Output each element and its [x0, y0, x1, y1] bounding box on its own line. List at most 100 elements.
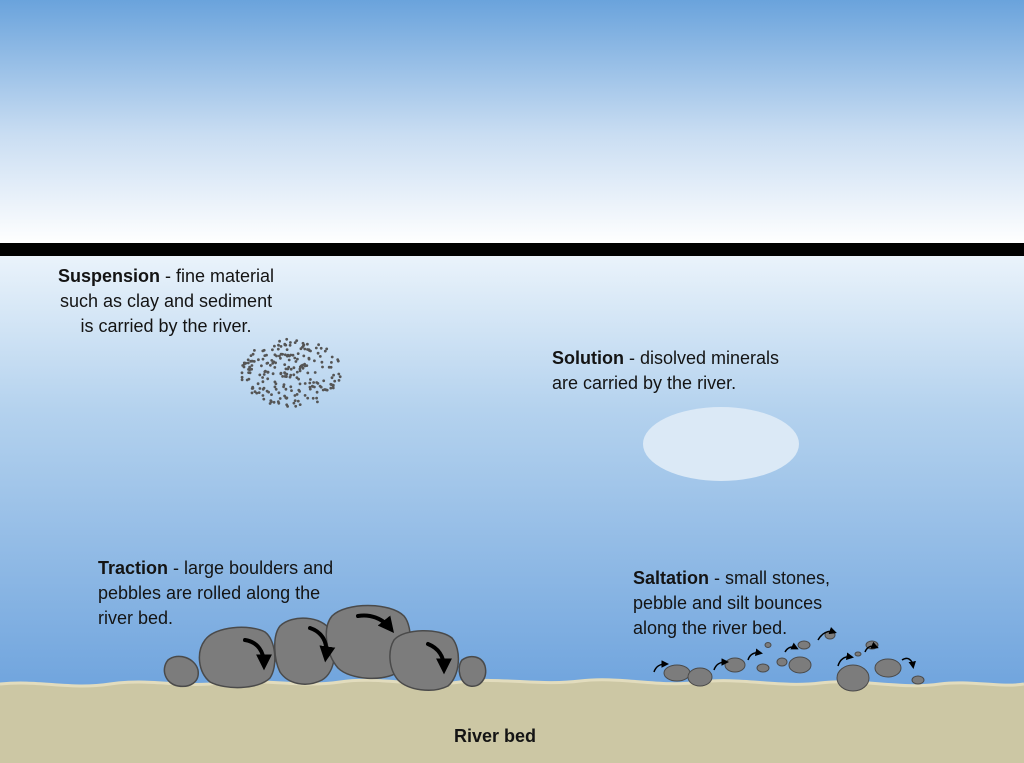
suspension-particle	[294, 404, 298, 408]
suspension-particle	[277, 391, 281, 395]
curved-arrow-icon	[426, 642, 452, 675]
suspension-particle	[283, 375, 287, 378]
suspension-particle	[288, 354, 291, 358]
suspension-particle	[323, 349, 327, 353]
suspension-particle	[303, 364, 307, 368]
suspension-particle	[262, 373, 266, 376]
suspension-particle	[298, 403, 302, 406]
suspension-particle	[321, 365, 324, 369]
suspension-particle	[281, 352, 284, 356]
suspension-particle	[307, 357, 311, 361]
suspension-particle	[293, 394, 297, 397]
suspension-particle	[301, 341, 305, 345]
suspension-particle	[266, 377, 270, 381]
suspension-particle	[287, 358, 291, 362]
suspension-particle	[262, 397, 266, 401]
suspension-particle	[325, 347, 329, 351]
suspension-particle	[275, 354, 278, 358]
suspension-label: Suspension - fine material such as clay …	[58, 264, 274, 339]
suspension-particle	[316, 351, 320, 355]
saltation-text-3: along the river bed.	[633, 618, 788, 638]
suspension-particle	[293, 341, 297, 344]
suspension-particle	[291, 353, 295, 357]
suspension-particle	[297, 388, 301, 392]
suspension-particle	[261, 376, 264, 379]
suspension-particle	[327, 365, 331, 369]
suspension-line-1: Suspension - fine material	[58, 264, 274, 289]
suspension-particle	[288, 343, 292, 347]
solution-term: Solution	[552, 348, 624, 368]
saltation-text-1: - small stones,	[709, 568, 831, 588]
suspension-particle	[309, 378, 312, 381]
suspension-particle	[313, 385, 316, 389]
suspension-particle	[315, 381, 319, 384]
suspension-particle	[266, 370, 270, 374]
suspension-particle	[258, 373, 262, 377]
suspension-particle	[272, 400, 276, 404]
saltation-line-1: Saltation - small stones,	[633, 566, 830, 591]
suspension-particle	[298, 369, 302, 373]
suspension-term: Suspension	[58, 266, 161, 286]
suspension-particle	[277, 343, 280, 347]
suspension-particle	[282, 383, 286, 386]
suspension-particle	[251, 352, 255, 356]
solution-text-2: are carried by the river.	[552, 373, 737, 393]
suspension-particle	[289, 367, 293, 371]
small-curved-arrow-icon	[864, 641, 879, 653]
stone	[687, 667, 713, 687]
suspension-particle	[260, 364, 263, 368]
suspension-particle	[337, 372, 341, 376]
small-curved-arrow-icon	[713, 658, 729, 671]
suspension-particle	[249, 354, 253, 357]
suspension-particle	[317, 343, 320, 347]
stone	[776, 657, 788, 667]
suspension-particle	[240, 375, 244, 379]
suspension-particle	[255, 391, 259, 395]
suspension-particle	[274, 387, 278, 391]
curved-arrow-icon	[308, 626, 336, 663]
suspension-particle	[319, 346, 323, 350]
water	[0, 256, 1024, 696]
suspension-text-1: - fine material	[160, 266, 275, 286]
suspension-particle	[266, 361, 270, 365]
suspension-particle	[270, 359, 274, 362]
suspension-particle	[313, 371, 317, 374]
suspension-particle	[271, 372, 275, 376]
suspension-particle	[331, 386, 335, 390]
suspension-particle	[240, 378, 244, 382]
suspension-particle	[261, 394, 265, 397]
suspension-particle	[276, 347, 280, 351]
suspension-particle	[309, 349, 312, 353]
boulder	[163, 655, 199, 688]
stone	[756, 663, 770, 673]
curved-arrow-icon	[356, 613, 395, 633]
stone	[911, 675, 925, 685]
suspension-particle	[262, 386, 266, 390]
suspension-particle	[322, 379, 326, 383]
suspension-particle	[273, 366, 277, 369]
suspension-particle	[318, 384, 322, 388]
suspension-particle	[333, 379, 337, 383]
suspension-particle	[301, 366, 305, 370]
suspension-particle	[258, 387, 262, 390]
suspension-particle	[320, 360, 324, 364]
suspension-particle	[315, 396, 318, 400]
suspension-particle	[294, 360, 298, 363]
traction-term: Traction	[98, 558, 169, 578]
suspension-particle	[251, 359, 254, 363]
suspension-particle	[283, 343, 287, 347]
suspension-particle	[271, 348, 274, 352]
suspension-particle	[282, 385, 285, 389]
suspension-particle	[311, 396, 315, 400]
small-curved-arrow-icon	[817, 627, 837, 641]
stone	[797, 640, 811, 650]
riverbed-label: River bed	[454, 726, 537, 746]
stone	[724, 657, 746, 673]
saltation-text-2: pebble and silt bounces	[633, 593, 823, 613]
suspension-particle	[269, 363, 272, 367]
traction-arrows	[243, 613, 452, 675]
suspension-particle	[262, 348, 266, 352]
suspension-particle	[278, 397, 282, 400]
suspension-particle	[301, 345, 304, 349]
